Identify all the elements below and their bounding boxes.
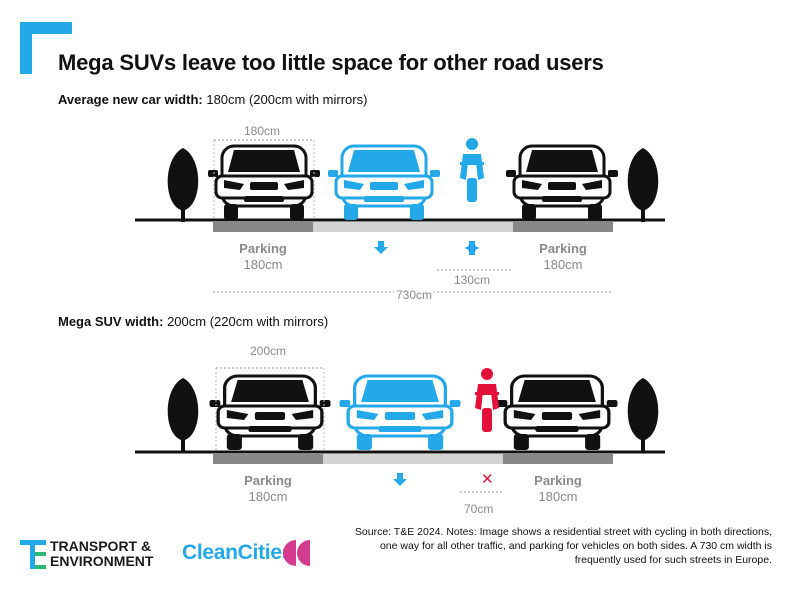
car-width-label-1: 180cm [244, 124, 281, 138]
cleancities-quote-icon [282, 538, 312, 573]
scenario1-heading-rest: 180cm (200cm with mirrors) [202, 92, 368, 107]
cycle-gap-label-1: 130cm [454, 273, 491, 287]
parking-right-title-2: Parking [534, 473, 582, 488]
parking-left-label-2: Parking 180cm [213, 473, 323, 505]
parking-right-width-2: 180cm [538, 489, 578, 504]
parking-left-title-2: Parking [244, 473, 292, 488]
parking-strip-left-2 [213, 454, 323, 464]
te-logo-line1: TRANSPORT & [50, 538, 152, 554]
car-width-label-2: 200cm [250, 344, 287, 358]
source-note: Source: T&E 2024. Notes: Image shows a r… [354, 526, 772, 566]
te-logo-mark-icon [20, 540, 46, 575]
cyclist-1 [460, 138, 484, 202]
parked-suv-left [207, 374, 333, 452]
te-logo-text: TRANSPORT & ENVIRONMENT [50, 539, 153, 569]
tree-right-1 [627, 148, 659, 222]
parked-suv-right [494, 374, 620, 452]
moving-suv [337, 374, 463, 452]
parking-left-width-1: 180cm [243, 257, 283, 272]
scenario2-heading: Mega SUV width: 200cm (220cm with mirror… [58, 314, 328, 329]
te-logo-line2: ENVIRONMENT [50, 553, 154, 569]
parking-left-title-1: Parking [239, 241, 287, 256]
moving-car-1 [326, 144, 442, 222]
parked-car-left-1 [206, 144, 322, 222]
parking-right-width-1: 180cm [543, 257, 583, 272]
tree-right-2 [627, 378, 659, 452]
tree-left-2 [167, 378, 199, 452]
cyclist-arrow-up-1 [465, 242, 479, 255]
parking-right-title-1: Parking [539, 241, 587, 256]
corner-accent-shape [20, 22, 72, 74]
blocked-cross-icon: ✕ [481, 471, 494, 488]
car-direction-arrow-2 [393, 473, 407, 486]
parking-left-label-1: Parking 180cm [213, 241, 313, 273]
page-title: Mega SUVs leave too little space for oth… [58, 50, 604, 75]
parking-strip-right-2 [503, 454, 613, 464]
total-width-label: 730cm [394, 288, 435, 302]
cyclist-2 [475, 368, 499, 432]
road-surface-2 [213, 454, 613, 464]
scenario1-scene [135, 138, 665, 293]
parking-strip-left-1 [213, 222, 313, 232]
scenario1-heading: Average new car width: 180cm (200cm with… [58, 92, 367, 107]
scenario2-heading-bold: Mega SUV width: [58, 314, 164, 329]
parking-left-width-2: 180cm [248, 489, 288, 504]
car-direction-arrow-1 [374, 241, 388, 254]
parked-car-right-1 [504, 144, 620, 222]
corner-accent [20, 22, 72, 74]
cleancities-logo-text: CleanCities [182, 541, 294, 564]
parking-right-label-2: Parking 180cm [503, 473, 613, 505]
scenario1-heading-bold: Average new car width: [58, 92, 203, 107]
tree-left-1 [167, 148, 199, 222]
parking-strip-right-1 [513, 222, 613, 232]
parking-right-label-1: Parking 180cm [513, 241, 613, 273]
scenario2-heading-rest: 200cm (220cm with mirrors) [163, 314, 329, 329]
cycle-gap-label-2: 70cm [464, 502, 494, 516]
road-surface-1 [213, 222, 613, 232]
scenario2-scene [135, 367, 665, 493]
